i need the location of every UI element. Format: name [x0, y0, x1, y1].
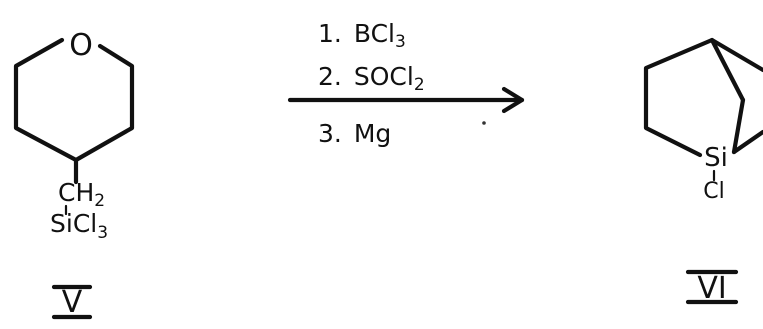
step-1-number: 1.	[318, 19, 342, 48]
reaction-arrow-head	[501, 86, 525, 114]
compound-vi-bridge-bond	[709, 37, 746, 103]
compound-v: O CH2 SiCl3 V	[13, 28, 135, 320]
step-2: 2. SOCl2	[318, 62, 425, 95]
compound-v-ch2-group: CH2	[58, 178, 105, 211]
compound-vi-si-right-bond	[731, 129, 763, 155]
step-1: 1. BCl3	[318, 19, 406, 52]
compound-vi-cl-atom: Cl	[703, 179, 724, 204]
compound-v-sicl3-subscript: 3	[97, 223, 108, 243]
step-2-number: 2.	[318, 62, 342, 91]
reaction-conditions: 1. BCl3 2. SOCl2 3. Mg	[287, 19, 525, 148]
compound-v-sicl3-group: SiCl3	[50, 209, 108, 243]
step-3-reagent: Mg	[354, 119, 391, 148]
compound-v-sicl3-text: SiCl	[50, 209, 97, 238]
step-3: 3. Mg	[318, 119, 391, 148]
step-2-reagent: SOCl	[354, 62, 414, 91]
step-3-number: 3.	[318, 119, 342, 148]
compound-v-ch2-subscript: 2	[94, 191, 105, 211]
step-1-subscript: 3	[395, 32, 406, 52]
step-1-reagent: BCl	[354, 19, 395, 48]
compound-vi: Si Cl VI	[643, 37, 763, 306]
step-2-subscript: 2	[414, 75, 425, 95]
compound-vi-bridge-to-si-bond	[731, 97, 746, 155]
compound-vi-ring-bonds	[643, 37, 763, 158]
compound-v-oxygen-atom: O	[69, 28, 93, 63]
compound-vi-si-atom: Si	[704, 143, 728, 173]
stray-dot	[482, 121, 486, 125]
compound-v-label: V	[62, 285, 83, 320]
compound-v-ch2-text: CH	[58, 178, 94, 207]
